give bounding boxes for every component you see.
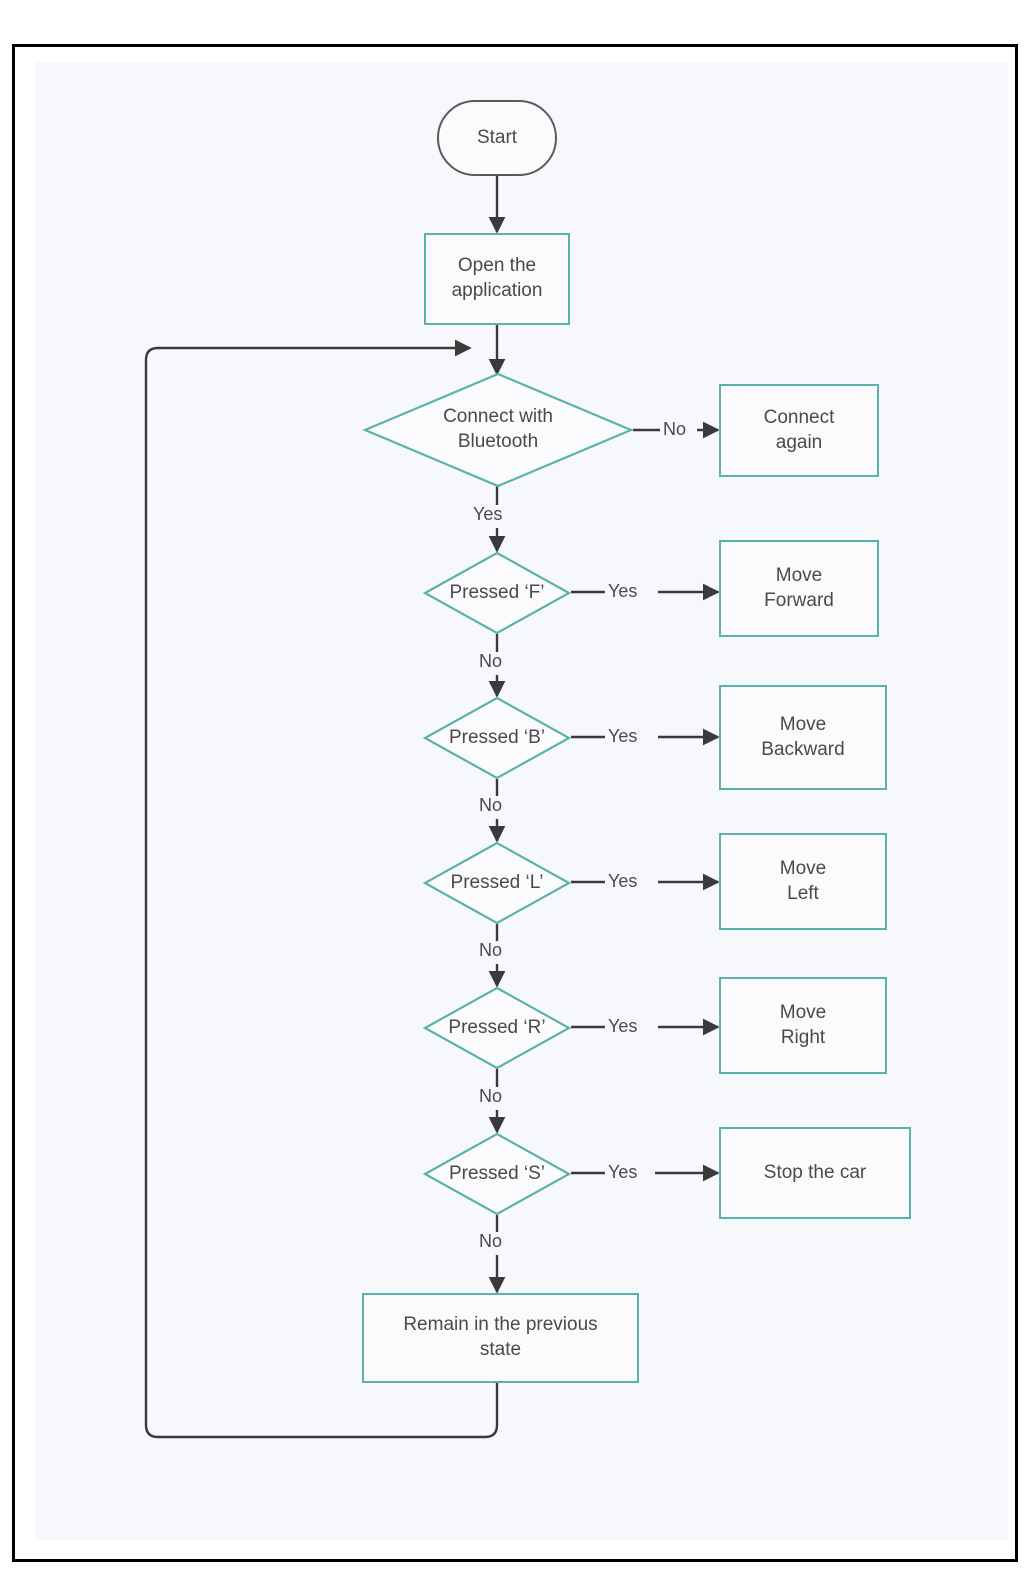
node-move-forward-line1: Move — [775, 564, 823, 586]
node-remain-previous-state-line1: Remain in the previous — [403, 1314, 598, 1336]
node-start-label: Start — [476, 126, 518, 148]
node-pressed-l-label: Pressed ‘L’ — [450, 871, 544, 893]
node-connect-with-bluetooth-line2: Bluetooth — [457, 431, 539, 452]
node-connect-again-line1: Connect — [763, 406, 835, 428]
node-pressed-s[interactable]: Pressed ‘S’ — [422, 1132, 572, 1216]
node-move-forward[interactable]: Move Forward — [719, 540, 879, 637]
node-pressed-s-label: Pressed ‘S’ — [448, 1162, 546, 1184]
edge-label-r-yes: Yes — [608, 1016, 638, 1036]
edge-loop-back-to-connect-bt — [144, 339, 499, 1439]
node-start[interactable]: Start — [437, 100, 557, 176]
node-pressed-r-label: Pressed ‘R’ — [448, 1016, 546, 1038]
node-move-left[interactable]: Move Left — [719, 833, 887, 930]
edge-label-bt-no: No — [663, 419, 687, 439]
diamond-shape — [422, 696, 572, 780]
edge-label-b-no: No — [479, 795, 503, 815]
edge-label-l-yes: Yes — [608, 871, 638, 891]
node-connect-again-line2: again — [775, 431, 823, 453]
node-move-backward[interactable]: Move Backward — [719, 685, 887, 790]
node-move-backward-line2: Backward — [761, 738, 845, 760]
edge-label-b-yes: Yes — [608, 726, 638, 746]
node-pressed-b-label: Pressed ‘B’ — [448, 726, 546, 748]
node-open-application-line2: application — [451, 280, 543, 301]
node-connect-with-bluetooth-text: Connect with Bluetooth — [363, 372, 633, 488]
node-pressed-b[interactable]: Pressed ‘B’ — [422, 696, 572, 780]
node-remain-previous-state[interactable]: Remain in the previous state — [362, 1293, 639, 1383]
node-pressed-f[interactable]: Pressed ‘F’ — [422, 551, 572, 635]
node-stop-the-car-label: Stop the car — [763, 1161, 867, 1183]
node-move-right-text: Move Right — [780, 1001, 826, 1050]
node-move-right[interactable]: Move Right — [719, 977, 887, 1074]
diamond-shape — [362, 372, 634, 488]
node-remain-previous-state-line2: state — [479, 1339, 522, 1360]
edge-label-r-no: No — [479, 1086, 503, 1106]
node-move-forward-line2: Forward — [764, 589, 834, 611]
node-pressed-l[interactable]: Pressed ‘L’ — [422, 841, 572, 925]
node-move-left-line1: Move — [779, 857, 827, 879]
node-open-application[interactable]: Open the application — [424, 233, 570, 325]
node-connect-again-text: Connect again — [764, 406, 835, 455]
node-move-right-line1: Move — [779, 1001, 827, 1023]
edge-label-s-yes: Yes — [608, 1162, 638, 1182]
node-pressed-r[interactable]: Pressed ‘R’ — [422, 986, 572, 1070]
diamond-shape — [422, 1132, 572, 1216]
node-move-left-line2: Left — [787, 882, 819, 904]
diamond-shape — [422, 551, 572, 635]
node-connect-with-bluetooth-line1: Connect with — [443, 406, 553, 428]
node-stop-the-car[interactable]: Stop the car — [719, 1127, 911, 1219]
diamond-shape — [422, 986, 572, 1070]
node-move-backward-line1: Move — [779, 713, 827, 735]
edge-label-bt-yes: Yes — [473, 504, 503, 524]
node-open-application-text: Open the application — [452, 254, 543, 303]
node-remain-previous-state-text: Remain in the previous state — [403, 1313, 597, 1362]
edge-label-s-no: No — [479, 1231, 503, 1251]
node-open-application-line1: Open the — [457, 255, 537, 277]
node-move-right-line2: Right — [780, 1026, 826, 1048]
node-connect-again[interactable]: Connect again — [719, 384, 879, 477]
diamond-shape — [422, 841, 572, 925]
node-move-forward-text: Move Forward — [764, 564, 834, 613]
edge-label-f-yes: Yes — [608, 581, 638, 601]
node-move-backward-text: Move Backward — [761, 713, 844, 762]
edge-label-l-no: No — [479, 940, 503, 960]
node-move-left-text: Move Left — [780, 857, 826, 906]
edge-label-f-no: No — [479, 651, 503, 671]
node-connect-with-bluetooth[interactable]: Connect with Bluetooth — [362, 372, 634, 488]
node-pressed-f-label: Pressed ‘F’ — [449, 581, 545, 603]
